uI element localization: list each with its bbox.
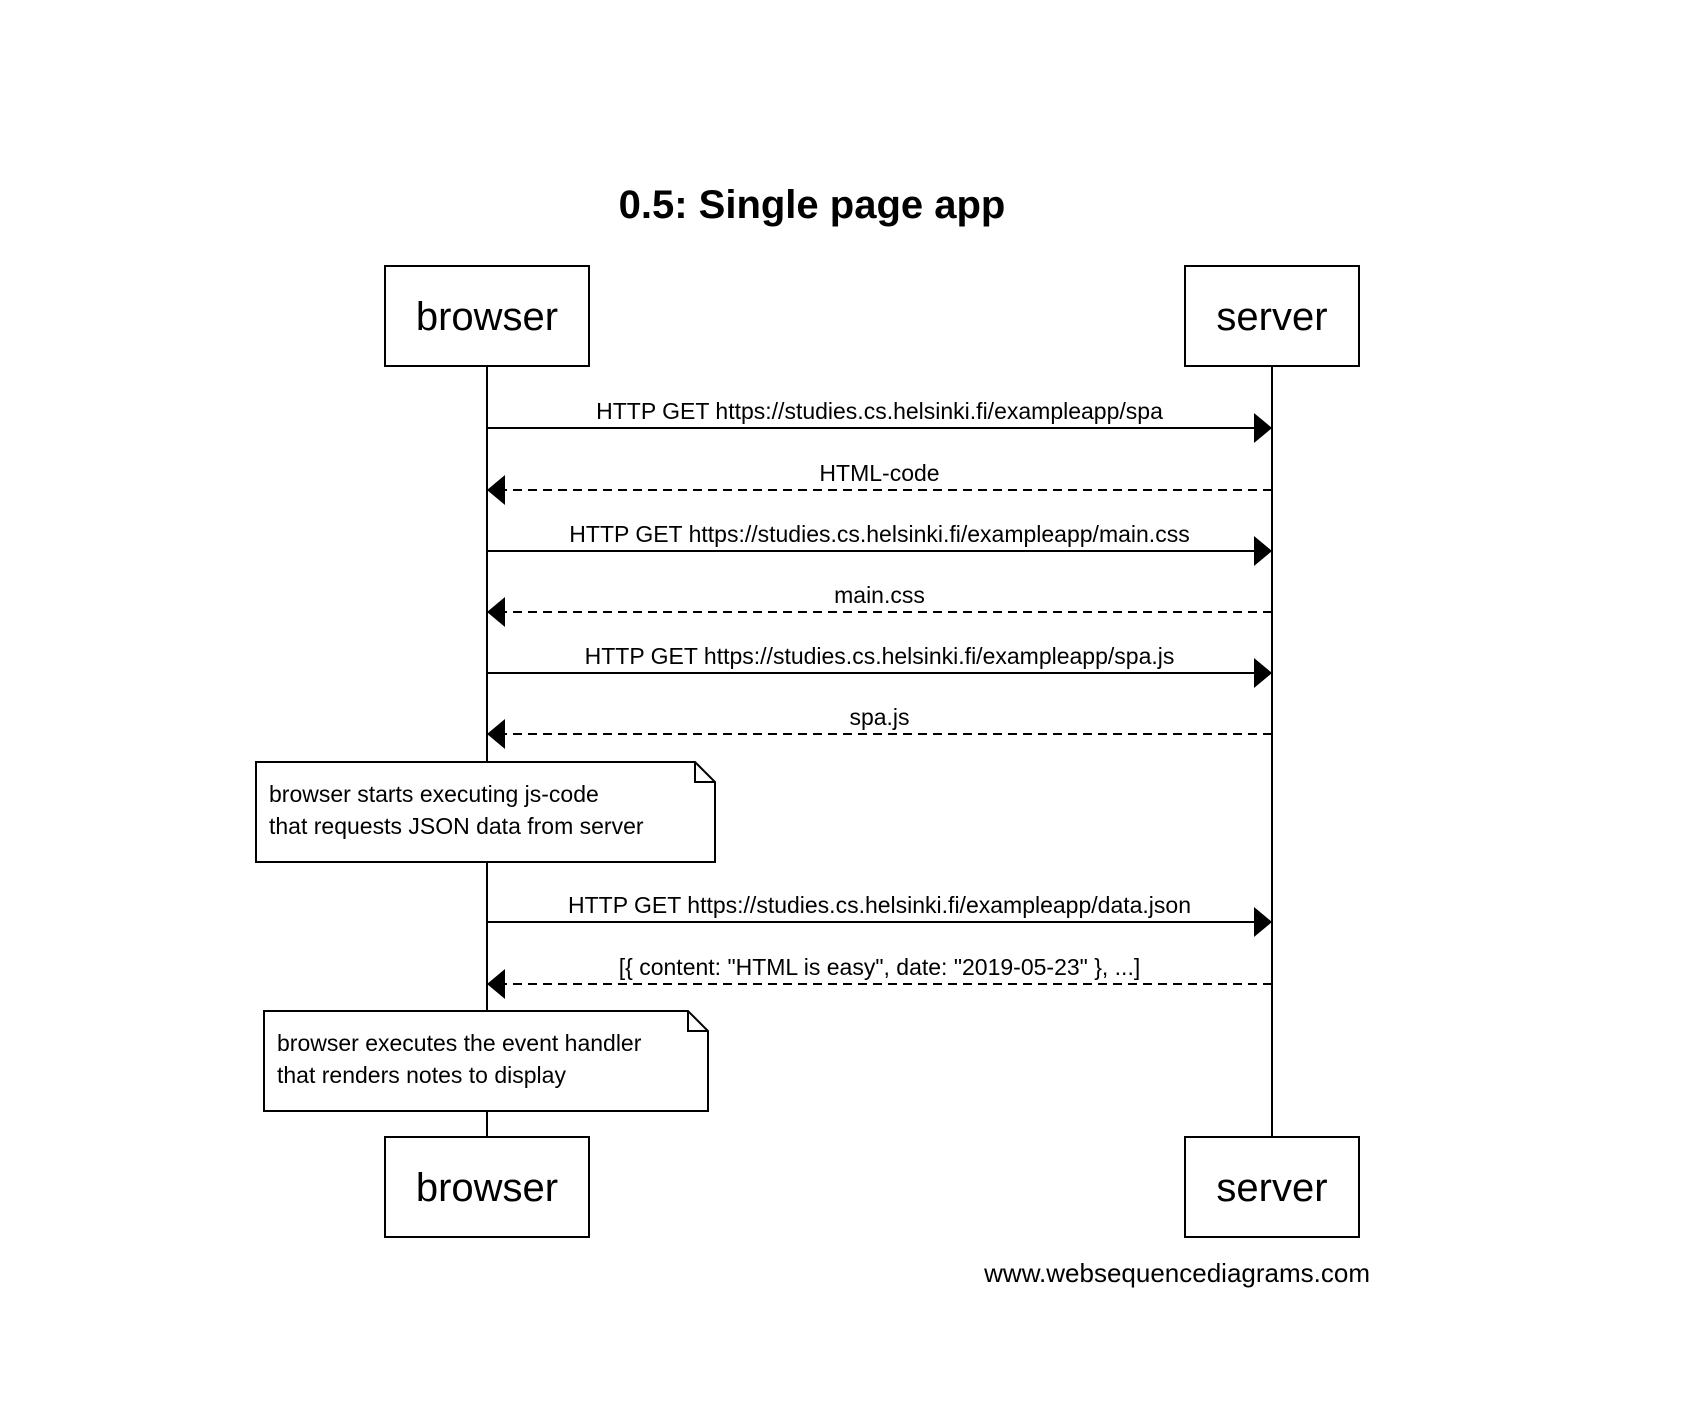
note-line: browser starts executing js-code xyxy=(269,781,599,807)
message-request: HTTP GET https://studies.cs.helsinki.fi/… xyxy=(487,398,1272,443)
lifelines xyxy=(486,366,1273,1137)
message-request: HTTP GET https://studies.cs.helsinki.fi/… xyxy=(487,521,1272,566)
participant-label: browser xyxy=(416,295,558,339)
participant-label: server xyxy=(1216,295,1327,339)
note: browser starts executing js-code that req… xyxy=(255,761,716,863)
message-request: HTTP GET https://studies.cs.helsinki.fi/… xyxy=(487,643,1272,688)
participant-label: server xyxy=(1216,1166,1327,1210)
message-request: HTTP GET https://studies.cs.helsinki.fi/… xyxy=(487,892,1272,937)
participant-box xyxy=(384,1136,590,1238)
message-response: HTML-code xyxy=(487,460,1272,505)
message-label: HTTP GET https://studies.cs.helsinki.fi/… xyxy=(569,521,1189,547)
note-fold xyxy=(694,762,715,783)
arrowhead xyxy=(1254,658,1272,688)
participant-server-bottom: server xyxy=(1184,1136,1360,1238)
participant-server-top: server xyxy=(1184,265,1360,367)
message-label: HTTP GET https://studies.cs.helsinki.fi/… xyxy=(585,643,1175,669)
arrowhead xyxy=(487,475,505,505)
note: browser executes the event handler that r… xyxy=(263,1010,709,1112)
message-label: HTML-code xyxy=(819,460,939,486)
diagram-title: 0.5: Single page app xyxy=(619,183,1006,227)
note-fold xyxy=(687,1011,708,1032)
arrowhead xyxy=(487,597,505,627)
message-label: [{ content: "HTML is easy", date: "2019-… xyxy=(619,954,1140,980)
message-response: [{ content: "HTML is easy", date: "2019-… xyxy=(487,954,1272,999)
message-label: HTTP GET https://studies.cs.helsinki.fi/… xyxy=(596,398,1163,424)
note-box xyxy=(263,1010,709,1112)
note-line: that renders notes to display xyxy=(277,1062,566,1088)
message-response: main.css xyxy=(487,582,1272,627)
arrowhead xyxy=(487,719,505,749)
participant-box xyxy=(384,265,590,367)
footer-watermark: www.websequencediagrams.com xyxy=(983,1258,1370,1288)
participant-box xyxy=(1184,265,1360,367)
arrowhead xyxy=(1254,907,1272,937)
arrowhead xyxy=(487,969,505,999)
interaction-steps: HTTP GET https://studies.cs.helsinki.fi/… xyxy=(255,398,1272,1112)
participant-box xyxy=(1184,1136,1360,1238)
participant-label: browser xyxy=(416,1166,558,1210)
message-response: spa.js xyxy=(487,704,1272,749)
message-label: HTTP GET https://studies.cs.helsinki.fi/… xyxy=(568,892,1191,918)
arrowhead xyxy=(1254,536,1272,566)
participants: browser browser server server xyxy=(384,265,1360,1238)
arrowhead xyxy=(1254,413,1272,443)
message-label: spa.js xyxy=(849,704,909,730)
note-line: that requests JSON data from server xyxy=(269,813,644,839)
note-box xyxy=(255,761,716,863)
message-label: main.css xyxy=(834,582,925,608)
note-line: browser executes the event handler xyxy=(277,1030,642,1056)
participant-browser-bottom: browser xyxy=(384,1136,590,1238)
participant-browser-top: browser xyxy=(384,265,590,367)
